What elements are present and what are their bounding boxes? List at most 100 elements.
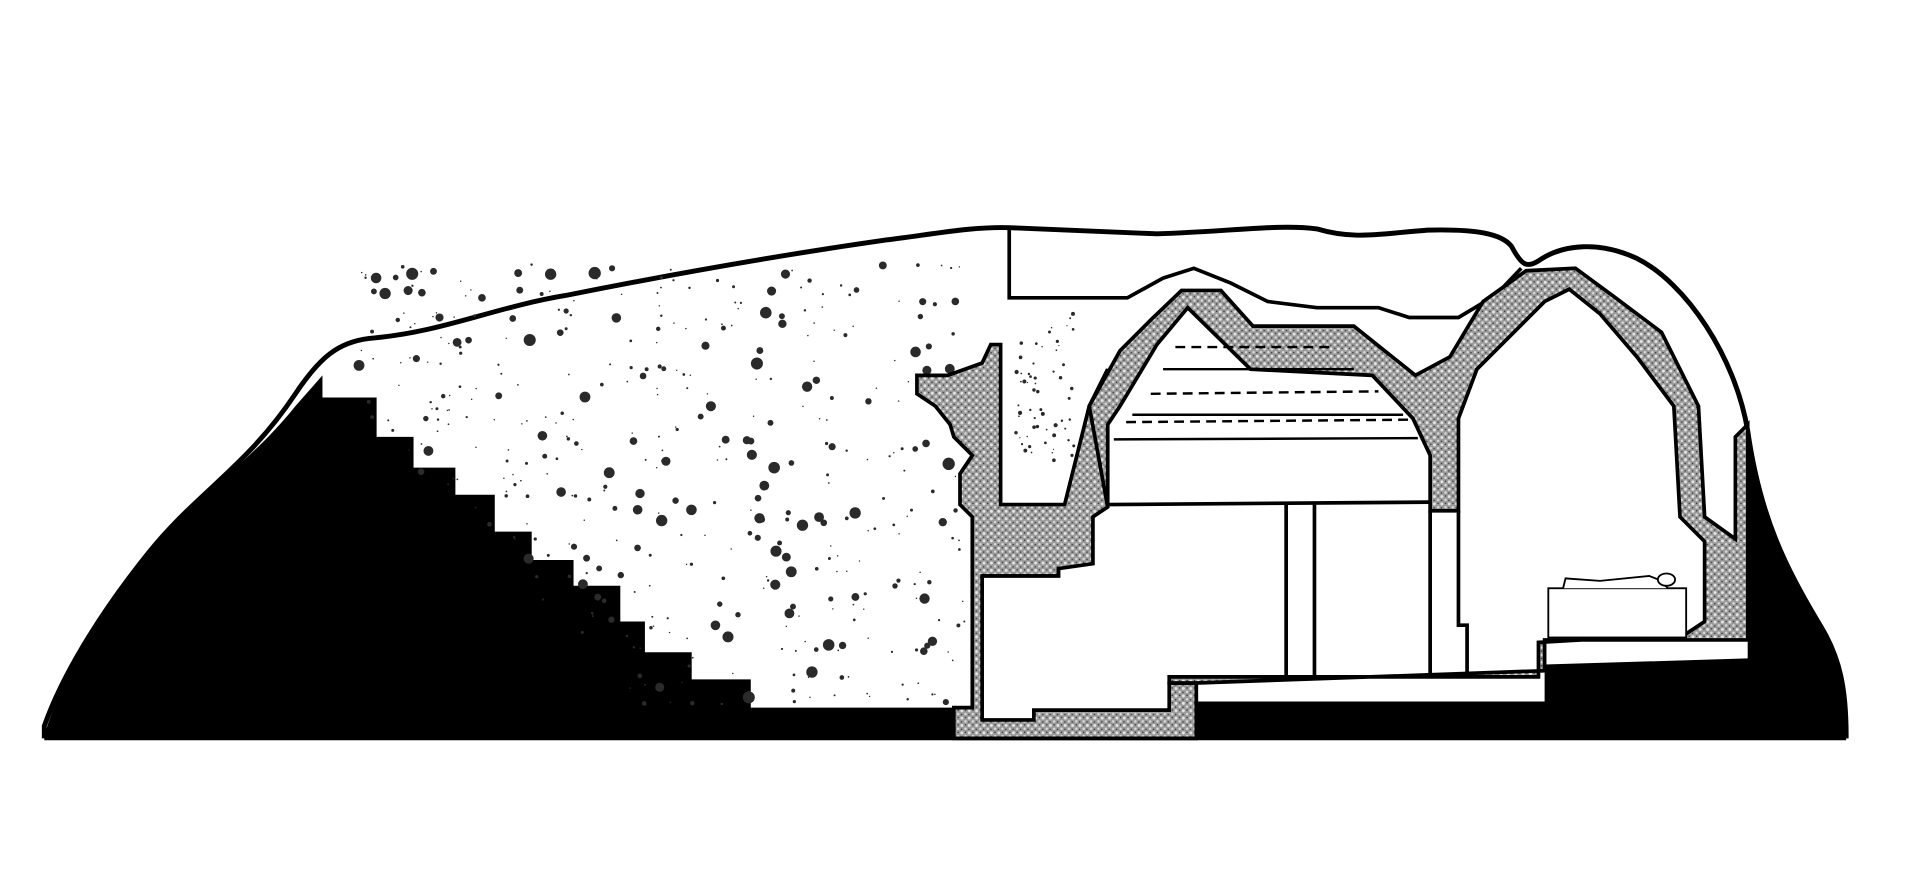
rubble-dot — [917, 313, 924, 320]
rubble-dot — [452, 477, 455, 480]
rubble-dot — [739, 301, 743, 304]
rubble-dot — [391, 428, 395, 432]
rubble-dot — [626, 380, 629, 383]
rubble-dot — [1034, 342, 1038, 345]
rubble-dot — [814, 566, 819, 571]
rubble-dot — [1033, 416, 1036, 420]
rubble-dot — [826, 473, 830, 477]
rubble-dot — [813, 322, 816, 324]
rubble-dot — [914, 648, 919, 652]
rubble-dot — [656, 393, 659, 396]
rubble-dot — [418, 288, 426, 297]
rubble-dot — [735, 612, 741, 618]
rubble-dot — [448, 409, 450, 411]
rubble-dot — [641, 701, 647, 706]
rubble-dot — [947, 651, 949, 653]
rubble-dot — [512, 473, 514, 476]
rubble-dot — [465, 336, 472, 344]
rubble-dot — [686, 387, 689, 390]
rubble-dot — [792, 673, 796, 677]
rubble-dot — [609, 363, 612, 366]
rubble-dot — [1020, 380, 1022, 383]
rubble-dot — [436, 430, 439, 433]
rubble-dot — [569, 313, 573, 317]
rubble-dot — [659, 275, 664, 280]
rubble-dot — [958, 266, 961, 268]
earth-fill-right — [1196, 424, 1847, 739]
rubble-dot — [379, 287, 391, 300]
rubble-dot — [473, 314, 476, 318]
rubble-dot — [657, 435, 660, 438]
rubble-dot — [746, 449, 757, 460]
rubble-dot — [896, 578, 901, 583]
rubble-dot — [447, 483, 449, 486]
rubble-dot — [458, 345, 462, 349]
rubble-dot — [827, 556, 831, 560]
rubble-dot — [603, 489, 606, 492]
rubble-dot — [900, 447, 904, 451]
rubble-dot — [566, 437, 571, 441]
rubble-dot — [530, 263, 533, 266]
rubble-dot — [526, 420, 528, 422]
rubble-dot — [592, 615, 594, 618]
rubble-dot — [685, 327, 687, 330]
rubble-dot — [505, 490, 508, 493]
rubble-dot — [1062, 363, 1065, 367]
rubble-dot — [691, 656, 694, 659]
rubble-dot — [568, 373, 570, 376]
rubble-dot — [788, 460, 795, 466]
rubble-dot — [649, 626, 653, 630]
rubble-dot — [954, 475, 957, 478]
rubble-dot — [493, 419, 496, 421]
rubble-dot — [785, 625, 788, 628]
rubble-dot — [505, 337, 507, 340]
rubble-dot — [720, 702, 723, 706]
rubble-dot — [927, 636, 938, 646]
rubble-dot — [769, 377, 773, 381]
rubble-dot — [942, 699, 949, 706]
rubble-dot — [798, 615, 800, 617]
rubble-dot — [807, 676, 810, 679]
rubble-dot — [1045, 428, 1048, 431]
rubble-dot — [360, 349, 363, 352]
rubble-dot — [1051, 452, 1054, 454]
rubble-dot — [660, 286, 662, 289]
rubble-dot — [1068, 418, 1072, 421]
rubble-dot — [617, 571, 624, 579]
rubble-dot — [852, 603, 855, 606]
rubble-dot — [452, 337, 462, 347]
rubble-dot — [661, 449, 664, 452]
rubble-dot — [608, 616, 615, 623]
rubble-dot — [557, 308, 560, 311]
rubble-dot — [930, 489, 935, 494]
rubble-dot — [1020, 372, 1023, 375]
rubble-dot — [813, 647, 819, 652]
rubble-dot — [487, 522, 492, 527]
rubble-dot — [513, 483, 517, 487]
rubble-dot — [897, 400, 900, 402]
rubble-dot — [767, 286, 777, 296]
rubble-dot — [555, 457, 559, 461]
rubble-dot — [1067, 396, 1071, 400]
rubble-dot — [387, 419, 390, 422]
rubble-dot — [792, 700, 796, 704]
rubble-dot — [867, 637, 869, 639]
rubble-dot — [1018, 415, 1020, 418]
rubble-dot — [633, 590, 636, 593]
rubble-dot — [1014, 430, 1018, 435]
rubble-dot — [669, 701, 672, 704]
rubble-dot — [951, 536, 954, 540]
rubble-dot — [585, 572, 588, 575]
rubble-dot — [845, 449, 848, 452]
rubble-dot — [825, 419, 828, 421]
rubble-dot — [629, 339, 633, 343]
rubble-dot — [829, 396, 834, 400]
rubble-dot — [821, 293, 824, 296]
rubble-dot — [573, 494, 578, 498]
rubble-dot — [656, 292, 659, 295]
rubble-dot — [915, 597, 918, 600]
rubble-dot — [951, 332, 955, 336]
rubble-dot — [718, 445, 721, 448]
rubble-dot — [1040, 411, 1045, 416]
rubble-dot — [796, 519, 809, 531]
